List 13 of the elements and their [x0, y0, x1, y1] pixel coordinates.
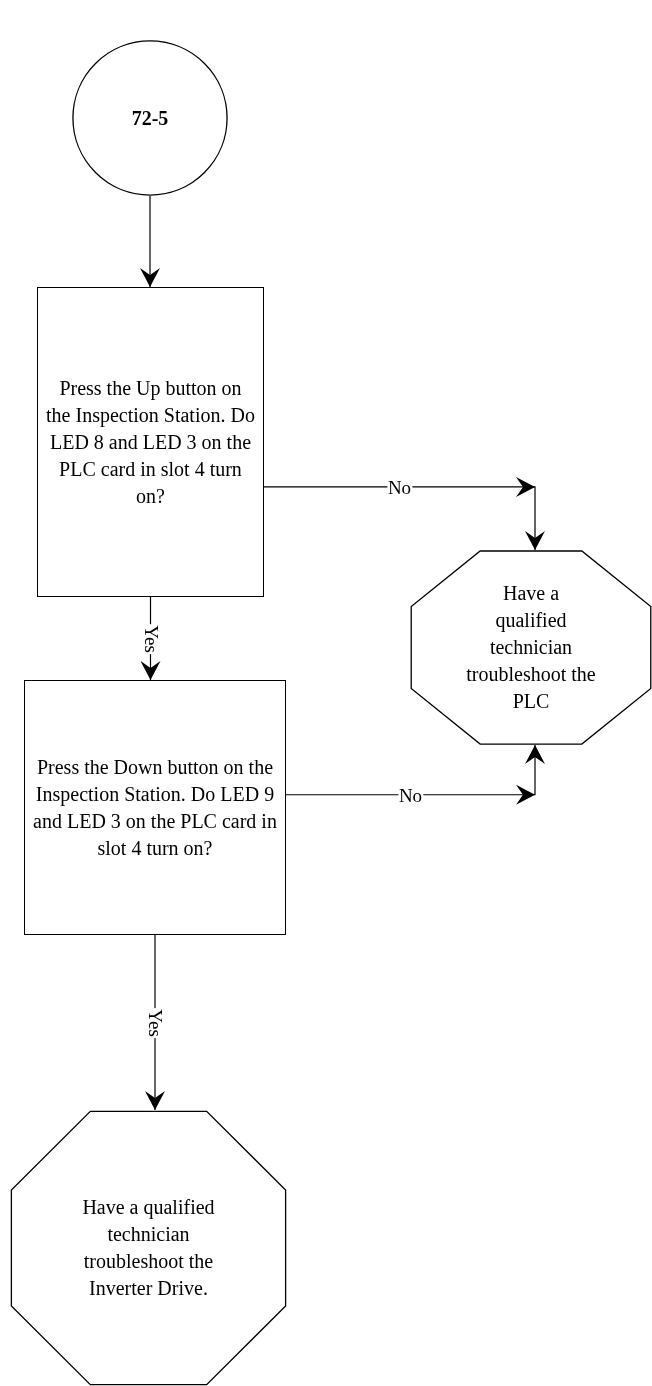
- stop-octagon: [410, 550, 652, 745]
- step-text: Have a qualified technician troubleshoot the Inverter Drive.: [81, 1195, 216, 1301]
- arrow: [285, 744, 545, 805]
- step-text: Press the Up button on the Inspection Station. Do LED 8 and LED 3 on the PLC card in slot 4 turn on?: [46, 375, 255, 509]
- connector-circle: [72, 40, 228, 196]
- step-text: Have a qualified technician troubleshoot the PLC: [466, 581, 596, 714]
- process-box: [24, 680, 286, 935]
- arrow: [140, 195, 160, 288]
- step-text: Press the Down button on the Inspection Station. Do LED 9 and LED 3 on the PLC card in slot 4 turn on?: [32, 754, 278, 861]
- process-box: [37, 287, 264, 597]
- stop-octagon: [10, 1110, 287, 1386]
- arrow: [263, 476, 545, 551]
- reference-number: 72-5: [131, 105, 169, 131]
